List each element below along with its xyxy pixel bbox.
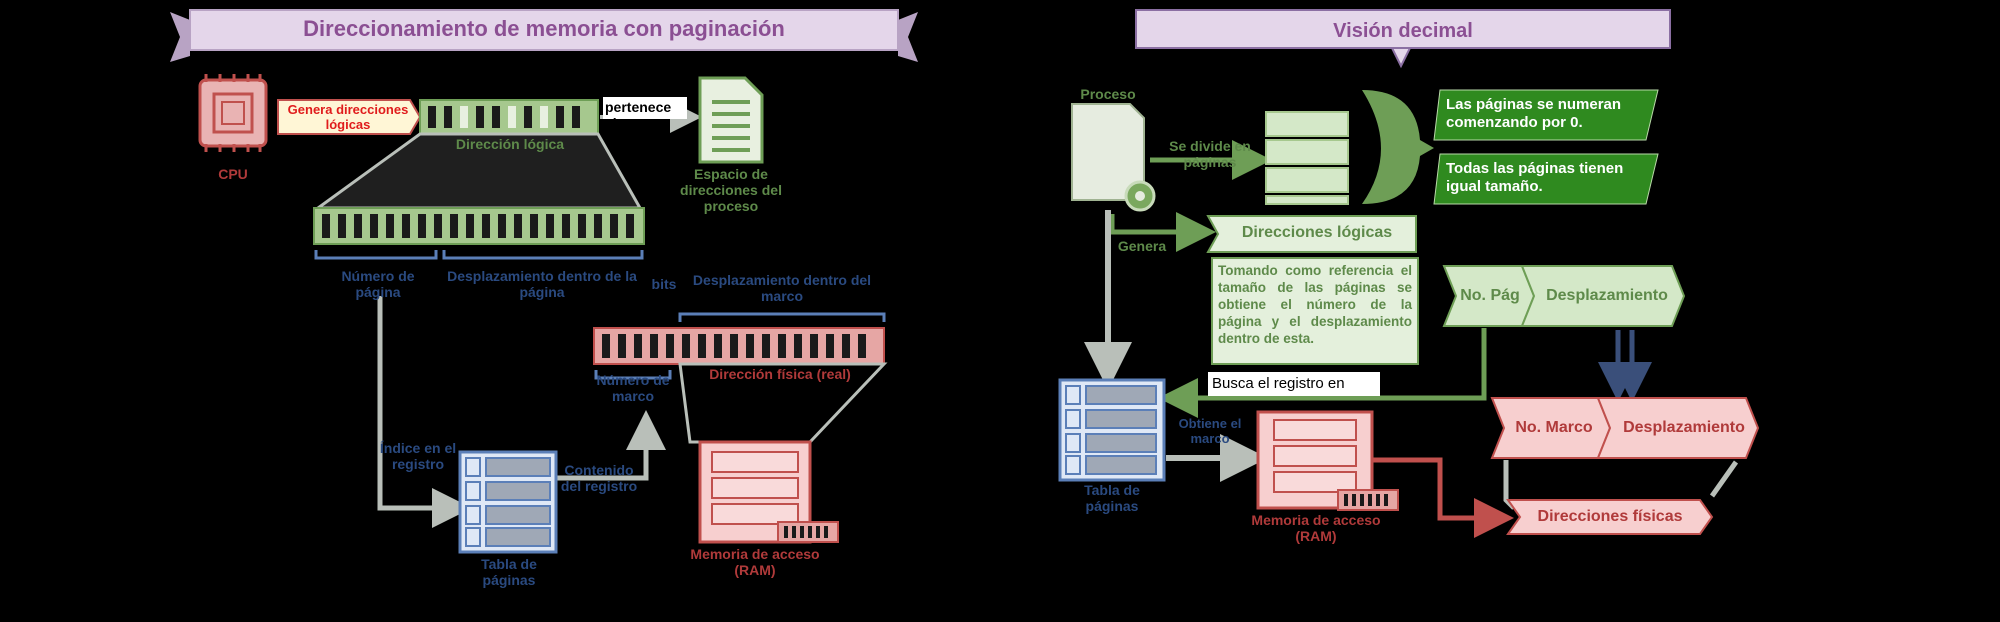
cpu-chip-icon: [198, 74, 268, 152]
process-binary-icon: [1071, 103, 1156, 212]
left-ram-label: Memoria de acceso (RAM): [690, 546, 820, 578]
logical-addresses-box: [1206, 215, 1417, 253]
page-index-connector: [377, 296, 472, 528]
logical-address-label: Dirección lógica: [455, 136, 565, 152]
page-number-label: Número de página: [341, 268, 415, 300]
busca-connector: [1158, 328, 1487, 418]
note1-box: [1433, 89, 1659, 141]
frame-number-label: Número de marco: [596, 372, 670, 404]
frame-content-connector: [554, 410, 666, 481]
right-page-table-label: Tabla de páginas: [1084, 482, 1140, 514]
right-ram-memory: [1256, 410, 1399, 511]
index-label: Índice en el registro: [379, 440, 457, 472]
content-label: Contenido del registro: [560, 462, 638, 494]
right-title: Visión decimal: [1333, 20, 1473, 42]
split-label: Se divide en páginas: [1169, 138, 1251, 170]
pages-stack: [1265, 111, 1349, 205]
right-title-box: [1135, 9, 1671, 69]
document-icon: [698, 76, 764, 164]
pages-brace: [1362, 90, 1434, 204]
right-page-table: [1058, 378, 1166, 482]
displacement2-segment: [1596, 397, 1760, 459]
frame-displacement-bracket: [678, 312, 886, 322]
pertenece-label-bg: [603, 97, 687, 119]
process-label: Proceso: [1080, 86, 1136, 102]
left-title: Direccionamiento de memoria con paginaci…: [303, 16, 785, 41]
left-page-table-label: Tabla de páginas: [481, 556, 537, 588]
genera-arrow: [277, 99, 422, 135]
note2-text: Todas las páginas tienen igual tamaño.: [1446, 160, 1624, 195]
cpu-label: CPU: [218, 166, 248, 182]
logical-addresses-text: Direcciones lógicas: [1241, 224, 1393, 241]
note1-text: Las páginas se numeran comenzando por 0.: [1446, 96, 1622, 131]
physical-addresses-text: Direcciones físicas: [1537, 508, 1683, 525]
displacement-bracket: [442, 250, 644, 260]
obtiene-label: Obtiene el marco: [1178, 416, 1242, 446]
physical-address-label: Dirección física (real): [709, 366, 851, 382]
busca-label: Busca el registro en: [1212, 375, 1345, 392]
process-address-space-label: Espacio de direcciones del proceso: [680, 166, 782, 214]
explanation-box: [1211, 257, 1419, 365]
explanation-text: Tomando como referencia el tamaño de las…: [1218, 263, 1412, 346]
displacement-segment: [1520, 265, 1686, 327]
left-page-table: [458, 450, 558, 554]
left-ram-memory: [698, 440, 839, 544]
displacement-frame-label: Desplazamiento dentro del marco: [692, 272, 872, 304]
page-number-text: No. Pág: [1460, 287, 1520, 304]
genera-label-right: Genera: [1117, 238, 1167, 254]
genera-label: Genera direcciones lógicas: [287, 102, 409, 132]
genera-connector: [1109, 212, 1216, 252]
frame-number-bracket: [594, 370, 672, 380]
displacement-page-label: Desplazamiento dentro de la página: [447, 268, 637, 300]
physical-address-bar: [593, 327, 885, 365]
displacement-text: Desplazamiento: [1546, 287, 1668, 304]
left-title-ribbon: [170, 9, 918, 62]
right-ram-label: Memoria de acceso (RAM): [1251, 512, 1381, 544]
bits-label: bits: [651, 276, 677, 292]
logical-address-bar: [419, 99, 599, 135]
frame-number-text: No. Marco: [1515, 419, 1593, 436]
displacement2-text: Desplazamiento: [1623, 419, 1745, 436]
pertenece-label: pertenece al: [605, 99, 672, 131]
displacement-to-physical-connector: [1709, 460, 1739, 498]
expanded-address-bar: [313, 207, 645, 245]
busca-label-bg: [1208, 372, 1380, 396]
note2-box: [1433, 153, 1659, 205]
physical-addresses-box: [1506, 499, 1714, 535]
ram-to-physical-arrow: [1372, 457, 1514, 538]
page-number-bracket: [314, 250, 438, 260]
